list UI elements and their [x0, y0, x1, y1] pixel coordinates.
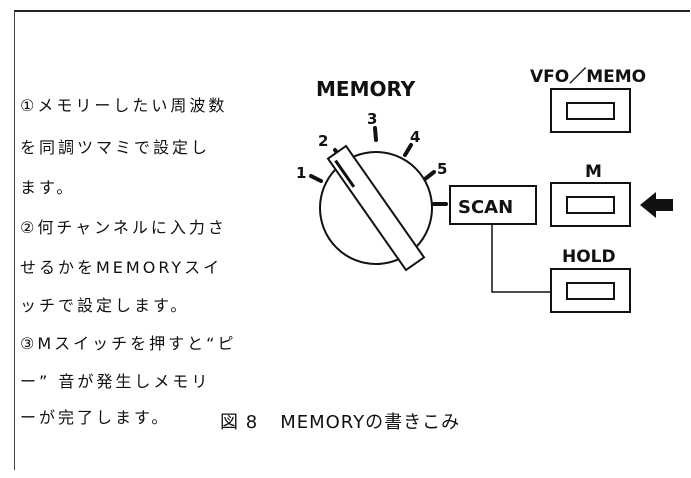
hold-switch-slot [566, 282, 615, 300]
figure-caption: 図 8 MEMORYの書きこみ [220, 408, 460, 434]
dial-position-3: 3 [367, 110, 377, 128]
figure-frame [14, 10, 690, 470]
dial-position-1: 1 [296, 164, 306, 182]
dial-tick-5 [423, 170, 436, 181]
instruction-line-6: ッチで設定します。 [20, 296, 190, 315]
hold-label: HOLD [562, 247, 616, 267]
vfo-memo-switch[interactable] [550, 88, 631, 133]
scan-label: SCAN [458, 197, 513, 218]
m-label: M [585, 162, 602, 182]
dial-tick-1 [309, 174, 323, 183]
scan-hold-connector [491, 224, 550, 293]
figure-number: 図 8 [220, 412, 259, 433]
instruction-line-7: ③Mスイッチを押すと“ピ [20, 334, 237, 353]
vfo-memo-label: VFO／MEMO [530, 66, 646, 87]
instruction-line-9: ーが完了します。 [20, 408, 171, 427]
dial-tick-4 [403, 143, 413, 157]
dial-position-4: 4 [410, 128, 420, 146]
instruction-line-3: ます。 [20, 178, 76, 197]
instruction-line-4: ②何チャンネルに入力さ [20, 218, 227, 237]
vfo-memo-switch-slot [566, 102, 615, 120]
instruction-line-2: を同調ツマミで設定し [20, 138, 211, 157]
scan-box [449, 185, 537, 225]
dial-pointer [326, 144, 426, 272]
instruction-line-5: せるかをMEMORYスイ [20, 258, 223, 277]
figure-title: MEMORYの書きこみ [280, 412, 461, 433]
dial-tick-3 [373, 126, 378, 142]
m-switch[interactable] [550, 182, 631, 227]
m-switch-slot [566, 196, 615, 214]
instruction-line-8: ー” 音が発生しメモリ [20, 372, 211, 391]
instruction-line-1: ①メモリーしたい周波数 [20, 96, 228, 115]
dial-title: MEMORY [316, 77, 416, 101]
arrow-left-icon [640, 192, 673, 218]
dial-position-2: 2 [318, 132, 328, 150]
dial-position-5: 5 [437, 160, 447, 178]
